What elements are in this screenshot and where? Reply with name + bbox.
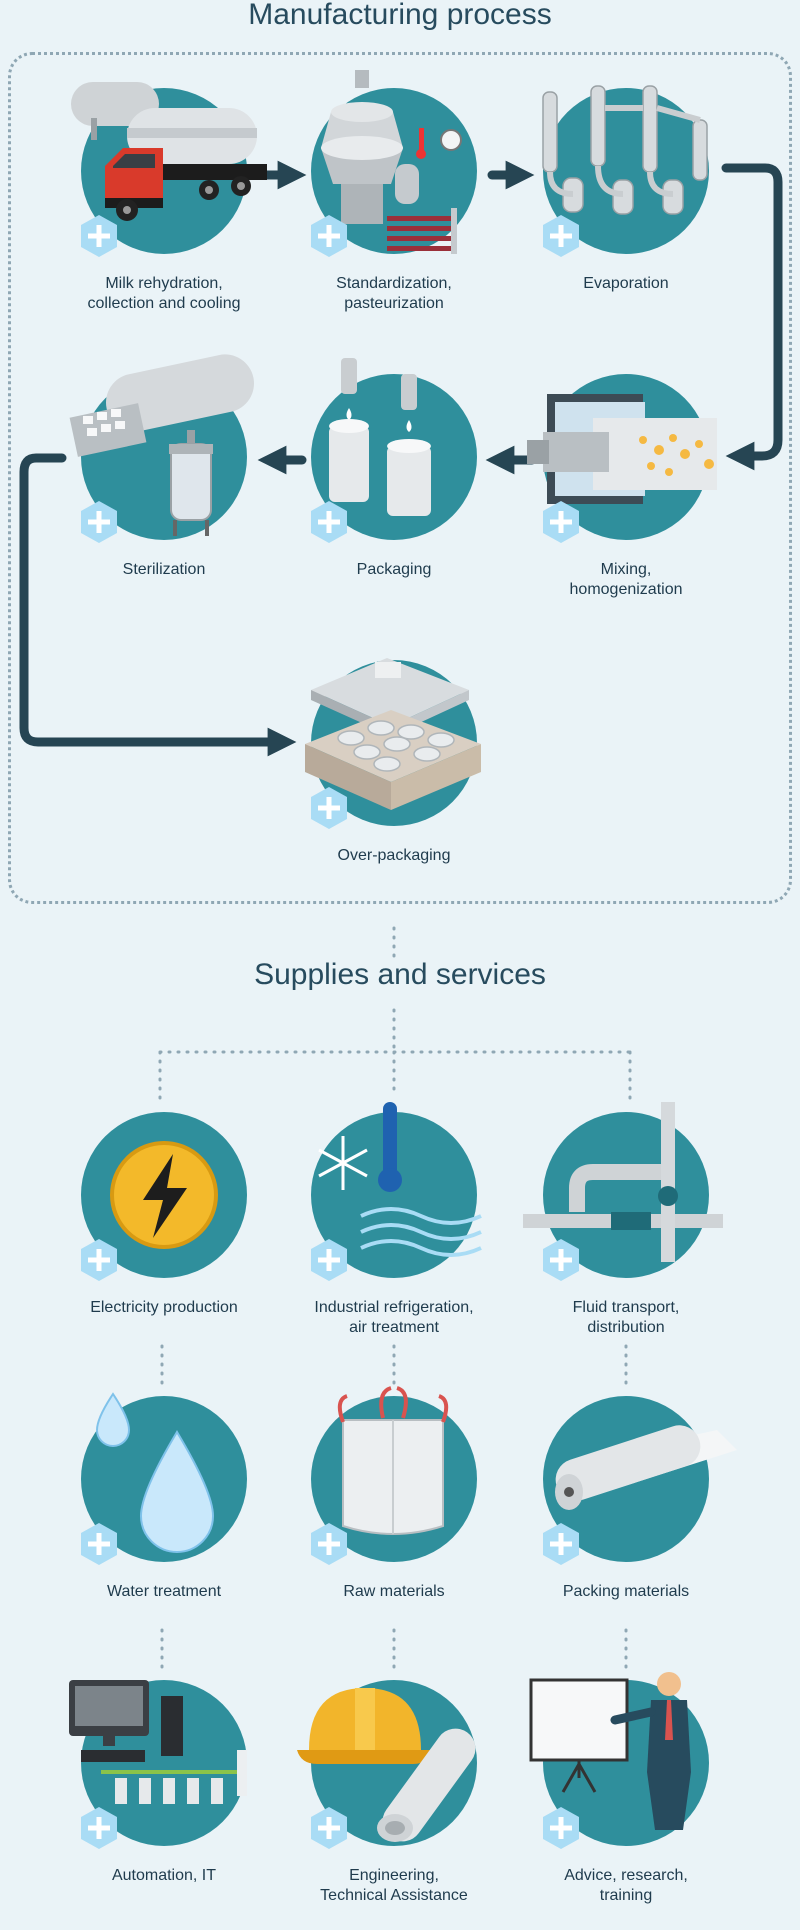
mixer-icon [527, 394, 717, 504]
step-label: Standardization, pasteurization [336, 275, 452, 312]
plus-icon[interactable] [77, 1522, 121, 1566]
plus-icon[interactable] [307, 214, 351, 258]
plus-icon[interactable] [539, 1238, 583, 1282]
step-standardization[interactable]: Standardization, pasteurization [284, 70, 504, 328]
supply-electricity[interactable]: Electricity production [54, 1112, 274, 1352]
supply-label: Automation, IT [111, 1867, 217, 1884]
bulk-bag-icon [337, 1386, 449, 1535]
can-filling-icon [329, 358, 431, 516]
plus-icon[interactable] [77, 214, 121, 258]
supply-advice[interactable]: Advice, research, training [516, 1672, 736, 1920]
supply-refrigeration[interactable]: Industrial refrigeration, air treatment [284, 1102, 504, 1352]
plus-icon[interactable] [539, 1522, 583, 1566]
step-over-packaging[interactable]: Over-packaging [284, 658, 504, 900]
plus-icon[interactable] [307, 500, 351, 544]
autoclave-icon [69, 354, 254, 536]
supply-raw-materials[interactable]: Raw materials [284, 1386, 504, 1636]
step-label: Packaging [356, 561, 432, 578]
step-label: Evaporation [583, 275, 669, 292]
supply-engineering[interactable]: Engineering, Technical Assistance [284, 1680, 504, 1920]
connector-supplies-title [158, 1008, 632, 1102]
film-roll-icon [555, 1425, 737, 1510]
evaporator-icon [542, 85, 708, 215]
supply-label: Electricity production [90, 1299, 238, 1316]
plus-icon[interactable] [539, 500, 583, 544]
plus-icon[interactable] [77, 1806, 121, 1850]
plus-icon[interactable] [77, 500, 121, 544]
lightning-icon [110, 1141, 218, 1249]
supply-label: Fluid transport, distribution [572, 1299, 680, 1336]
manufacturing-frame [8, 52, 792, 904]
step-label: Mixing, homogenization [569, 561, 683, 598]
water-drop-icon [95, 1392, 215, 1553]
separator-icon [321, 70, 462, 254]
step-milk-rehydration[interactable]: Milk rehydration, collection and cooling [54, 82, 274, 328]
plus-icon[interactable] [77, 1238, 121, 1282]
computer-icon [69, 1680, 247, 1804]
plus-icon[interactable] [539, 214, 583, 258]
supplies-title: Supplies and services [254, 958, 546, 991]
plus-icon[interactable] [307, 1238, 351, 1282]
supply-packing-materials[interactable]: Packing materials [516, 1396, 737, 1636]
supply-fluid-transport[interactable]: Fluid transport, distribution [516, 1102, 736, 1352]
supply-label: Water treatment [106, 1583, 222, 1600]
presenter-icon [529, 1672, 691, 1830]
supply-label: Industrial refrigeration, air treatment [314, 1299, 474, 1336]
step-label: Milk rehydration, collection and cooling [87, 275, 241, 312]
plus-icon[interactable] [307, 786, 351, 830]
step-mixing[interactable]: Mixing, homogenization [516, 374, 736, 614]
step-packaging[interactable]: Packaging [284, 358, 504, 614]
supply-label: Advice, research, training [564, 1867, 688, 1904]
plus-icon[interactable] [307, 1806, 351, 1850]
step-label: Sterilization [122, 561, 206, 578]
supply-automation[interactable]: Automation, IT [54, 1680, 274, 1920]
supply-water-treatment[interactable]: Water treatment [54, 1392, 274, 1636]
pallet-press-icon [305, 658, 481, 810]
supply-label: Raw materials [343, 1583, 445, 1600]
step-evaporation[interactable]: Evaporation [516, 85, 736, 328]
pipes-valve-icon [523, 1102, 723, 1262]
manufacturing-title: Manufacturing process [248, 0, 552, 31]
tanker-truck-icon [71, 82, 267, 221]
hardhat-plans-icon [297, 1688, 476, 1842]
plus-icon[interactable] [307, 1522, 351, 1566]
snowflake-thermometer-icon [318, 1102, 482, 1257]
supply-label: Packing materials [562, 1583, 690, 1600]
step-sterilization[interactable]: Sterilization [54, 354, 274, 614]
plus-icon[interactable] [539, 1806, 583, 1850]
step-label: Over-packaging [337, 847, 451, 864]
supply-label: Engineering, Technical Assistance [320, 1867, 468, 1904]
